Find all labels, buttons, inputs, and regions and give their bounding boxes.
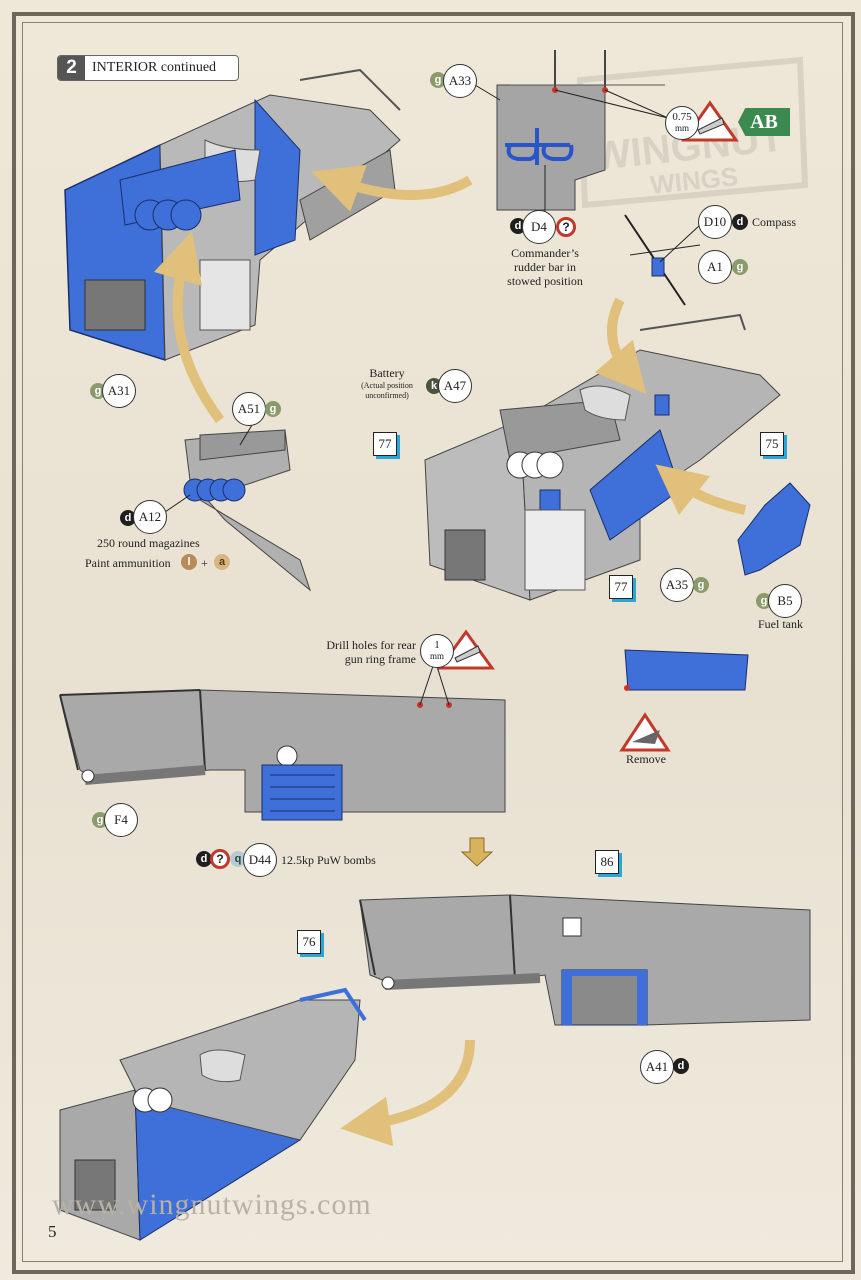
part-a31: A31 bbox=[102, 374, 136, 408]
part-a33: A33 bbox=[443, 64, 477, 98]
down-arrow bbox=[460, 837, 494, 867]
plus-sign: + bbox=[201, 556, 208, 570]
compass-label: Compass bbox=[752, 215, 797, 229]
step-number: 2 bbox=[58, 56, 85, 80]
fuselage-interior-top-left bbox=[64, 68, 401, 362]
paint-d-drop: d bbox=[673, 1058, 689, 1074]
part-f4: F4 bbox=[104, 803, 138, 837]
commander-label-line2: rudder bar in bbox=[514, 260, 576, 274]
fuel-tank-part bbox=[737, 482, 811, 576]
assembly-arrow-4 bbox=[655, 464, 747, 516]
paint-ammo-label: Paint ammunition bbox=[85, 556, 171, 570]
paint-a-drop: a bbox=[214, 554, 230, 570]
unknown-color-icon: ? bbox=[556, 217, 576, 237]
side-frame-f4 bbox=[59, 659, 506, 821]
bombs-label: 12.5kp PuW bombs bbox=[281, 853, 376, 867]
paint-d-drop: d bbox=[732, 214, 748, 230]
paint-l-drop: l bbox=[181, 554, 197, 570]
assembly-arrow-1 bbox=[311, 164, 473, 212]
drill-holes-label: Drill holes for rear gun ring frame bbox=[320, 638, 416, 666]
magazine-rack-assembly bbox=[164, 419, 312, 592]
fuselage-interior-bottom bbox=[59, 987, 367, 1241]
drill-size-1-value: 1 bbox=[434, 639, 440, 651]
callout-step-77: 77 bbox=[373, 432, 397, 456]
battery-note: (Actual position unconfirmed) bbox=[352, 381, 422, 401]
battery-note-line2: unconfirmed) bbox=[365, 391, 409, 400]
part-a12: A12 bbox=[133, 500, 167, 534]
part-d10: D10 bbox=[698, 205, 732, 239]
drill-size-1-unit: mm bbox=[429, 651, 444, 661]
callout-step-86: 86 bbox=[595, 850, 619, 874]
assembly-arrow-3 bbox=[594, 297, 647, 394]
part-b5: B5 bbox=[768, 584, 802, 618]
step-title: INTERIOR continued bbox=[92, 60, 217, 75]
remove-warning-triangle bbox=[619, 712, 671, 752]
part-d4: D4 bbox=[522, 210, 556, 244]
magazines-label: 250 round magazines bbox=[97, 536, 200, 550]
compass-part bbox=[624, 214, 701, 306]
paint-d-drop: d bbox=[120, 510, 136, 526]
a33-rudder-bar-detail bbox=[474, 50, 669, 215]
commander-label-line1: Commander’s bbox=[511, 246, 579, 260]
page-number: 5 bbox=[48, 1222, 57, 1241]
part-d44: D44 bbox=[243, 843, 277, 877]
commander-label-line3: stowed position bbox=[507, 274, 583, 288]
drill-label-line1: Drill holes for rear bbox=[326, 638, 416, 652]
callout-step-76: 76 bbox=[297, 930, 321, 954]
drill-size-075: 0.75 mm bbox=[665, 106, 699, 140]
fuselage-interior-middle bbox=[424, 313, 781, 601]
paint-q-drop: q bbox=[230, 851, 246, 867]
part-a1: A1 bbox=[698, 250, 732, 284]
commander-rudder-label: Commander’s rudder bar in stowed positio… bbox=[490, 246, 600, 288]
part-a47: A47 bbox=[438, 369, 472, 403]
drill-size-075-value: 0.75 bbox=[672, 111, 692, 123]
part-a51: A51 bbox=[232, 392, 266, 426]
callout-step-75: 75 bbox=[760, 432, 784, 456]
battery-note-line1: (Actual position bbox=[361, 381, 413, 390]
paint-g-drop: g bbox=[265, 401, 281, 417]
website-url: www.wingnutwings.com bbox=[52, 1188, 372, 1221]
ab-version-badge: AB bbox=[738, 108, 790, 136]
step-header: 2 INTERIOR continued bbox=[57, 55, 239, 81]
paint-d-drop: d bbox=[196, 851, 212, 867]
part-a35: A35 bbox=[660, 568, 694, 602]
part-a41: A41 bbox=[640, 1050, 674, 1084]
drill-size-1mm: 1 mm bbox=[420, 634, 454, 668]
drill-size-075-unit: mm bbox=[674, 123, 689, 133]
a35-panel-part bbox=[624, 649, 749, 691]
drill-label-line2: gun ring frame bbox=[344, 652, 416, 666]
paint-g-drop: g bbox=[693, 577, 709, 593]
side-frame-assembled bbox=[359, 894, 811, 1026]
assembly-arrow-5 bbox=[340, 1039, 475, 1147]
unknown-color-icon: ? bbox=[210, 849, 230, 869]
fuel-tank-label: Fuel tank bbox=[758, 617, 803, 631]
assembly-arrow-2 bbox=[153, 231, 225, 423]
paint-g-drop: g bbox=[732, 259, 748, 275]
remove-label: Remove bbox=[626, 752, 666, 766]
battery-label: Battery bbox=[369, 366, 405, 380]
callout-step-77: 77 bbox=[609, 575, 633, 599]
paint-g-drop: g bbox=[430, 72, 446, 88]
